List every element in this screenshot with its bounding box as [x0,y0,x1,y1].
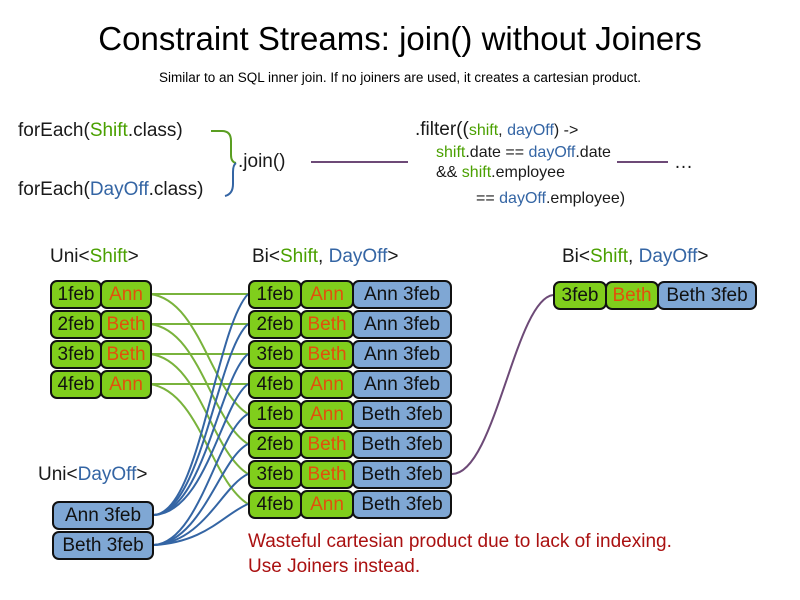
filter-l3-prefix: && [436,164,462,181]
bi-left-employee-cell: Beth [300,430,354,459]
uni-shift-employee-cell: Ann [100,280,152,309]
bi-left-date-cell: 3feb [248,460,302,489]
uni-shift-employee-cell: Beth [100,340,152,369]
filter-param-dayoff: dayOff [507,122,554,139]
bi-left-date-cell: 2feb [248,310,302,339]
uni-shift-type: Shift [89,246,128,267]
foreach-dayoff-suffix: .class) [148,179,204,200]
filter-l2-mid: .date == [465,144,529,161]
filter-comma: , [498,122,508,139]
filter-code-line-2: shift.date == dayOff.date [436,144,611,162]
bi-left-type1: Shift [280,246,319,267]
filter-param-shift: shift [468,122,499,139]
bi-left-dayoff-cell: Beth 3feb [352,400,452,429]
bi-right-comma: , [628,246,639,267]
bi-right-type2: DayOff [638,246,698,267]
filter-l4-end: .employee) [545,190,626,207]
uni-shift-date-cell: 3feb [50,340,102,369]
bi-left-employee-cell: Ann [300,400,354,429]
filter-prefix: .filter(( [415,119,469,140]
bi-right-date-cell: 3feb [553,281,607,310]
bi-left-dayoff-cell: Beth 3feb [352,490,452,519]
filter-code-line-1: .filter((shift, dayOff) -> [415,119,578,141]
uni-shift-employee-cell: Ann [100,370,152,399]
bi-right-header: Bi<Shift, DayOff> [562,246,708,268]
filter-l2-end: .date [575,144,611,161]
uni-shift-prefix: Uni< [50,246,90,267]
bi-left-dayoff-cell: Ann 3feb [352,340,452,369]
bi-left-date-cell: 1feb [248,400,302,429]
foreach-shift-suffix: .class) [127,120,183,141]
uni-dayoff-suffix: > [136,464,148,485]
bi-left-type2: DayOff [328,246,388,267]
uni-dayoff-header: Uni<DayOff> [38,464,148,486]
uni-dayoff-cell: Beth 3feb [52,531,154,560]
bi-left-employee-cell: Ann [300,370,354,399]
bi-right-type1: Shift [590,246,629,267]
bi-left-date-cell: 1feb [248,280,302,309]
bi-left-dayoff-cell: Beth 3feb [352,460,452,489]
filter-l4-dayoff: dayOff [499,190,546,207]
uni-shift-header: Uni<Shift> [50,246,139,268]
uni-dayoff-type: DayOff [77,464,137,485]
bi-left-dayoff-cell: Ann 3feb [352,310,452,339]
uni-shift-date-cell: 4feb [50,370,102,399]
foreach-dayoff-code: forEach(DayOff.class) [18,179,204,201]
bi-left-date-cell: 4feb [248,490,302,519]
bi-left-date-cell: 4feb [248,370,302,399]
bi-left-date-cell: 2feb [248,430,302,459]
filter-arrow: ) -> [553,122,579,139]
bi-left-date-cell: 3feb [248,340,302,369]
warning-line-1: Wasteful cartesian product due to lack o… [248,531,672,552]
filter-l2-dayoff: dayOff [528,144,576,161]
filter-code-line-4: == dayOff.employee) [476,190,625,208]
page-title: Constraint Streams: join() without Joine… [98,20,702,57]
bi-right-employee-cell: Beth [605,281,659,310]
bi-left-employee-cell: Ann [300,280,354,309]
uni-shift-date-cell: 2feb [50,310,102,339]
pipeline-ellipsis: … [674,152,694,173]
foreach-dayoff-prefix: forEach( [18,179,90,200]
warning-line-2: Use Joiners instead. [248,556,421,577]
bi-right-prefix: Bi< [562,246,590,267]
bi-left-prefix: Bi< [252,246,280,267]
bi-right-dayoff-cell: Beth 3feb [657,281,757,310]
foreach-dayoff-type: DayOff [89,179,149,200]
filter-l4-prefix: == [476,190,500,207]
filter-l2-shift: shift [436,144,466,161]
bi-left-dayoff-cell: Ann 3feb [352,280,452,309]
bi-left-comma: , [318,246,329,267]
uni-shift-date-cell: 1feb [50,280,102,309]
bi-left-suffix: > [387,246,399,267]
page-subtitle: Similar to an SQL inner join. If no join… [159,70,641,85]
bi-right-suffix: > [697,246,709,267]
uni-shift-employee-cell: Beth [100,310,152,339]
foreach-shift-code: forEach(Shift.class) [18,120,183,142]
bi-left-employee-cell: Ann [300,490,354,519]
filter-code-line-3: && shift.employee [436,164,565,182]
filter-l3-end: .employee [491,164,565,181]
bi-left-employee-cell: Beth [300,460,354,489]
uni-dayoff-cell: Ann 3feb [52,501,154,530]
foreach-shift-type: Shift [89,120,128,141]
uni-shift-suffix: > [127,246,139,267]
bi-left-dayoff-cell: Beth 3feb [352,430,452,459]
bi-left-employee-cell: Beth [300,340,354,369]
bi-left-dayoff-cell: Ann 3feb [352,370,452,399]
bi-left-employee-cell: Beth [300,310,354,339]
join-call-label: .join() [238,151,286,172]
filter-l3-shift: shift [461,164,492,181]
bi-left-header: Bi<Shift, DayOff> [252,246,398,268]
uni-dayoff-prefix: Uni< [38,464,78,485]
foreach-shift-prefix: forEach( [18,120,90,141]
